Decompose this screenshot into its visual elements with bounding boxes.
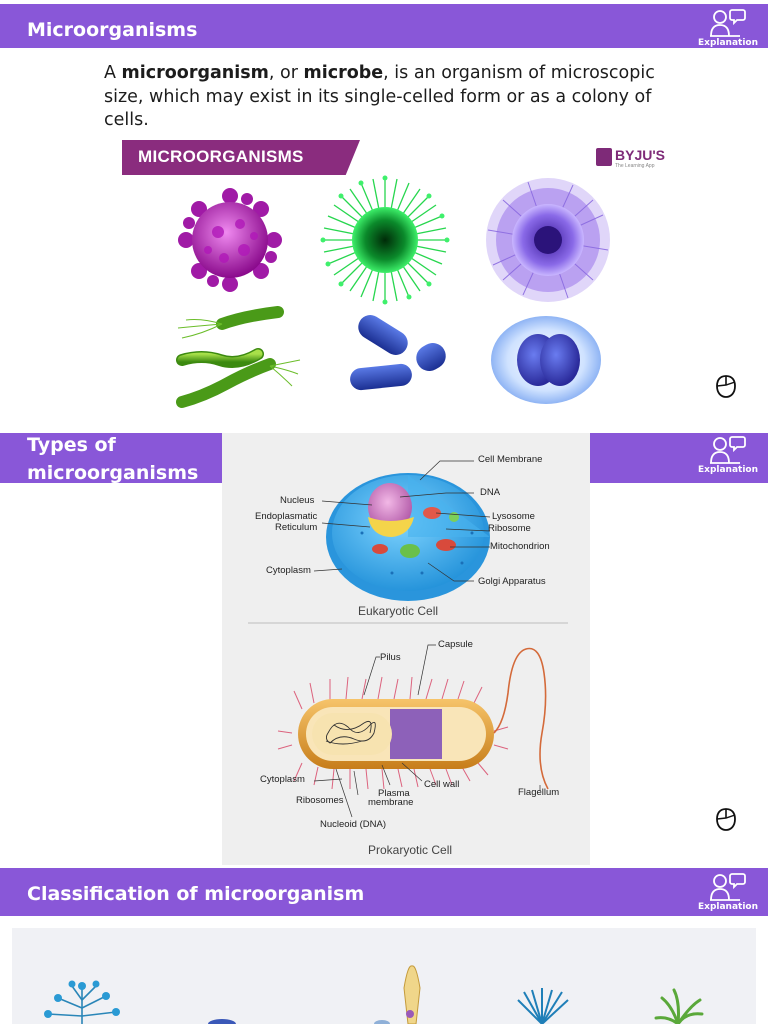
label-ribosome: Ribosome [488, 523, 531, 534]
mouse-cursor-icon [716, 808, 736, 831]
explanation-label: Explanation [697, 465, 758, 475]
figure-heading-bar: MICROORGANISMS [122, 140, 360, 175]
explanation-icon [710, 436, 746, 464]
title-banner: Classification of microorganism Explanat… [0, 868, 768, 916]
intro-paragraph: A microorganism, or microbe, is an organ… [104, 63, 655, 130]
microbe-illustrations [176, 175, 610, 408]
label-capsule: Capsule [438, 639, 473, 650]
explanation-label: Explanation [697, 902, 758, 912]
term-microorganism: microorganism [121, 63, 269, 83]
bacterium-purple [486, 178, 610, 302]
microorganisms-figure: MICROORGANISMS BYJU'S The Learning App [122, 140, 670, 416]
brand-tagline: The Learning App [615, 163, 655, 169]
label-er-line2: Reticulum [275, 522, 318, 533]
explanation-icon [710, 873, 746, 901]
label-nucleoid: Nucleoid (DNA) [320, 819, 386, 830]
prokaryotic-cell-diagram [277, 644, 549, 818]
eukaryotic-cell-diagram [248, 460, 568, 818]
brand-name: BYJU'S [615, 147, 666, 163]
bacterium-blue-rods [350, 315, 446, 391]
virus-pink [178, 188, 282, 292]
mouse-cursor-icon [716, 375, 736, 398]
label-plasma-line2: membrane [368, 797, 414, 808]
slide-microorganisms: Microorganisms Explanation A microorgani… [0, 0, 768, 420]
label-pilus: Pilus [380, 652, 401, 663]
cell-dividing [491, 316, 601, 404]
virus-green [320, 175, 450, 305]
figure-heading: MICROORGANISMS [138, 147, 304, 166]
explanation-badge[interactable]: Explanation [696, 8, 760, 54]
term-microbe: microbe [303, 63, 384, 83]
label-nucleus: Nucleus [280, 495, 315, 506]
label-cytoplasm-prok: Cytoplasm [260, 774, 305, 785]
caption-eukaryotic: Eukaryotic Cell [358, 604, 439, 618]
label-dna: DNA [480, 487, 501, 498]
caption-prokaryotic: Prokaryotic Cell [368, 843, 453, 857]
label-lysosome: Lysosome [492, 511, 535, 522]
explanation-badge[interactable]: Explanation [696, 872, 760, 918]
brand-logo-mark [596, 148, 612, 166]
label-cell-wall: Cell wall [424, 779, 460, 790]
explanation-label: Explanation [697, 38, 758, 48]
label-cytoplasm-euk: Cytoplasm [266, 565, 311, 576]
label-flagellum: Flagellum [518, 787, 560, 798]
label-cell-membrane: Cell Membrane [478, 454, 543, 465]
slide-title: Microorganisms [27, 19, 198, 41]
cell-diagram-panel: Cell Membrane DNA Nucleus Endoplasmatic … [222, 433, 590, 865]
bacterium-green-spiral [176, 306, 301, 408]
label-mitochondrion: Mitochondrion [490, 541, 550, 552]
explanation-icon [710, 9, 746, 37]
slide-title: Classification of microorganism [27, 883, 365, 905]
slide-title: Types of microorganisms [27, 434, 199, 484]
explanation-badge[interactable]: Explanation [696, 435, 760, 481]
slide-types: Types of microorganisms Explanation [0, 433, 768, 866]
classification-figure [12, 928, 756, 1024]
label-plasma-line1: Plasma [378, 788, 410, 799]
title-banner: Microorganisms Explanation [0, 4, 768, 48]
label-er-line1: Endoplasmatic [255, 511, 318, 522]
label-ribosomes: Ribosomes [296, 795, 344, 806]
slide-classification: Classification of microorganism Explanat… [0, 866, 768, 1024]
label-golgi: Golgi Apparatus [478, 576, 546, 587]
classification-illustrations [44, 965, 704, 1024]
